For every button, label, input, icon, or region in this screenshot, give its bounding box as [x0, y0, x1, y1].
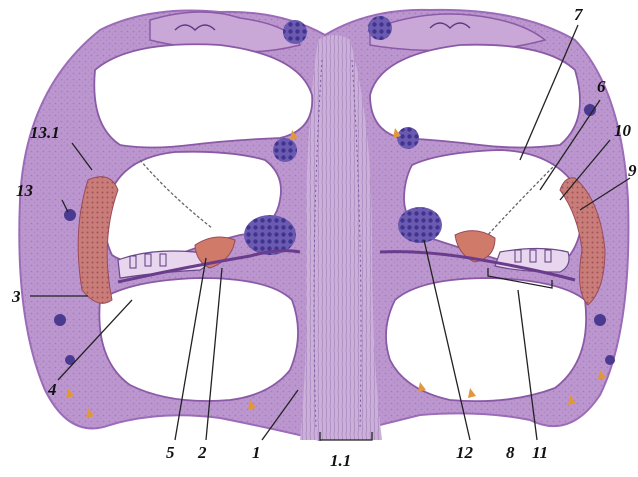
label-4: 4 — [47, 380, 57, 399]
spiral-ganglion-right-upper — [397, 127, 419, 149]
label-1-1: 1.1 — [330, 451, 351, 470]
label-8: 8 — [506, 443, 515, 462]
label-2: 2 — [197, 443, 207, 462]
label-12: 12 — [456, 443, 474, 462]
label-6: 6 — [597, 77, 606, 96]
scala-lumen-left-upper — [94, 44, 312, 147]
spiral-ganglion-left-upper — [273, 138, 297, 162]
left-cochlear-turns — [78, 44, 312, 401]
right-cochlear-turns — [370, 45, 605, 401]
label-5: 5 — [166, 443, 175, 462]
label-10: 10 — [614, 121, 632, 140]
label-11: 11 — [532, 443, 548, 462]
spiral-ganglion-apex-left — [283, 20, 307, 44]
spiral-ganglion-right — [398, 207, 442, 243]
label-1: 1 — [252, 443, 261, 462]
label-13-1: 13 — [16, 181, 34, 200]
scala-tympani-left — [99, 278, 298, 401]
scala-tympani-right — [386, 278, 586, 401]
spiral-ganglion-apex-right — [368, 16, 392, 40]
label-9: 9 — [628, 161, 637, 180]
label-13: 13.1 — [30, 123, 60, 142]
spiral-ganglion-left — [244, 215, 296, 255]
label-7: 7 — [574, 5, 584, 24]
label-3: 3 — [11, 287, 21, 306]
